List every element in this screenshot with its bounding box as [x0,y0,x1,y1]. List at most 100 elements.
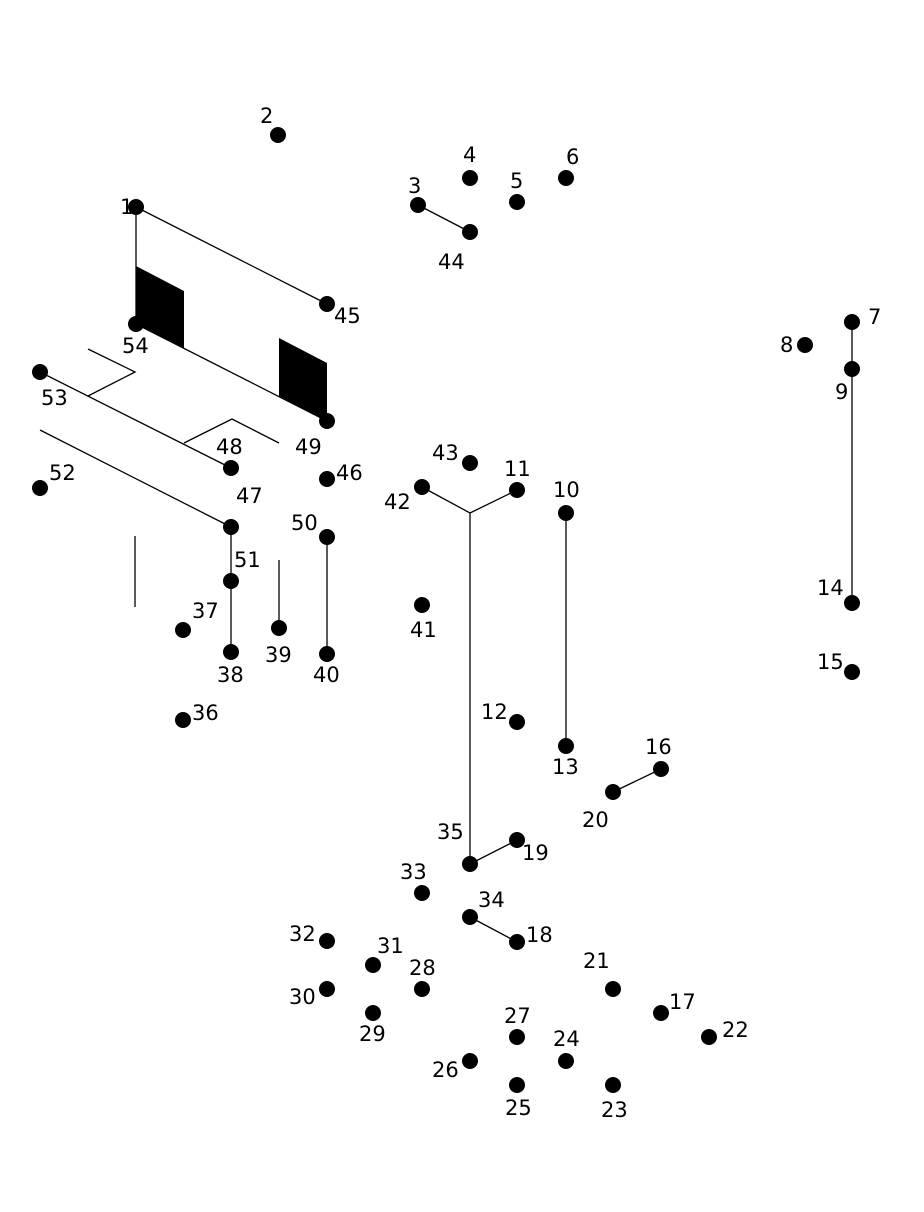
dot-18[interactable] [509,934,525,950]
dot-7[interactable] [844,314,860,330]
roof-notch-left [87,348,137,397]
dot-label-12: 12 [481,700,508,724]
dot-36[interactable] [175,712,191,728]
line-1-45 [135,206,328,305]
dot-label-20: 20 [582,808,609,832]
dot-42[interactable] [414,479,430,495]
dot-1[interactable] [128,199,144,215]
dot-38[interactable] [223,644,239,660]
dot-10[interactable] [558,505,574,521]
dot-9[interactable] [844,361,860,377]
dot-label-22: 22 [722,1018,749,1042]
roof-notch-right [183,418,280,444]
dot-13[interactable] [558,738,574,754]
dot-46[interactable] [319,471,335,487]
dot-53[interactable] [32,364,48,380]
line-35-19 [469,839,518,865]
dot-label-8: 8 [780,333,793,357]
dot-label-41: 41 [410,618,437,642]
dot-label-40: 40 [313,663,340,687]
dot-50[interactable] [319,529,335,545]
dot-27[interactable] [509,1029,525,1045]
dot-37[interactable] [175,622,191,638]
dot-label-33: 33 [400,860,427,884]
dot-20[interactable] [605,784,621,800]
dot-48[interactable] [223,460,239,476]
dot-label-46: 46 [336,461,363,485]
dot-label-32: 32 [289,922,316,946]
dot-29[interactable] [365,1005,381,1021]
dot-12[interactable] [509,714,525,730]
dot-3[interactable] [410,197,426,213]
dot-39[interactable] [271,620,287,636]
dot-label-16: 16 [645,735,672,759]
filled-window-right [279,338,327,421]
dot-28[interactable] [414,981,430,997]
dot-label-29: 29 [359,1022,386,1046]
dot-19[interactable] [509,832,525,848]
dot-32[interactable] [319,933,335,949]
dot-6[interactable] [558,170,574,186]
dot-30[interactable] [319,981,335,997]
dot-17[interactable] [653,1005,669,1021]
dot-2[interactable] [270,127,286,143]
dot-label-27: 27 [504,1004,531,1028]
dot-43[interactable] [462,455,478,471]
dot-14[interactable] [844,595,860,611]
dot-51[interactable] [223,573,239,589]
dot-49[interactable] [319,413,335,429]
dot-label-24: 24 [553,1027,580,1051]
dot-15[interactable] [844,664,860,680]
dot-5[interactable] [509,194,525,210]
dot-54[interactable] [128,316,144,332]
dot-label-36: 36 [192,701,219,725]
dot-21[interactable] [605,981,621,997]
dot-label-52: 52 [49,461,76,485]
dot-label-34: 34 [478,888,505,912]
line-3-44 [417,204,471,233]
dot-label-45: 45 [334,304,361,328]
dot-label-21: 21 [583,949,610,973]
dot-23[interactable] [605,1077,621,1093]
dot-label-26: 26 [432,1058,459,1082]
dot-47[interactable] [223,519,239,535]
dot-label-42: 42 [384,490,411,514]
line-lower-eave [39,429,232,528]
dot-label-11: 11 [504,457,531,481]
dot-label-54: 54 [122,334,149,358]
dot-label-4: 4 [463,143,476,167]
dot-45[interactable] [319,296,335,312]
dot-52[interactable] [32,480,48,496]
dot-44[interactable] [462,224,478,240]
dot-label-31: 31 [377,934,404,958]
predrawn-lines [39,204,853,943]
dot-label-6: 6 [566,145,579,169]
dot-16[interactable] [653,761,669,777]
dot-4[interactable] [462,170,478,186]
dot-33[interactable] [414,885,430,901]
dot-25[interactable] [509,1077,525,1093]
dot-41[interactable] [414,597,430,613]
dot-label-2: 2 [260,104,273,128]
dot-34[interactable] [462,909,478,925]
dot-22[interactable] [701,1029,717,1045]
dot-label-53: 53 [41,386,68,410]
dot-label-35: 35 [437,820,464,844]
dot-label-28: 28 [409,956,436,980]
dot-label-30: 30 [289,985,316,1009]
dot-label-9: 9 [835,380,848,404]
dot-35[interactable] [462,856,478,872]
dot-label-23: 23 [601,1098,628,1122]
dot-24[interactable] [558,1053,574,1069]
dot-label-51: 51 [234,548,261,572]
dot-40[interactable] [319,646,335,662]
dot-label-10: 10 [553,478,580,502]
dot-label-39: 39 [265,643,292,667]
dot-31[interactable] [365,957,381,973]
line-34-18 [469,916,518,943]
dot-26[interactable] [462,1053,478,1069]
dot-11[interactable] [509,482,525,498]
dot-8[interactable] [797,337,813,353]
